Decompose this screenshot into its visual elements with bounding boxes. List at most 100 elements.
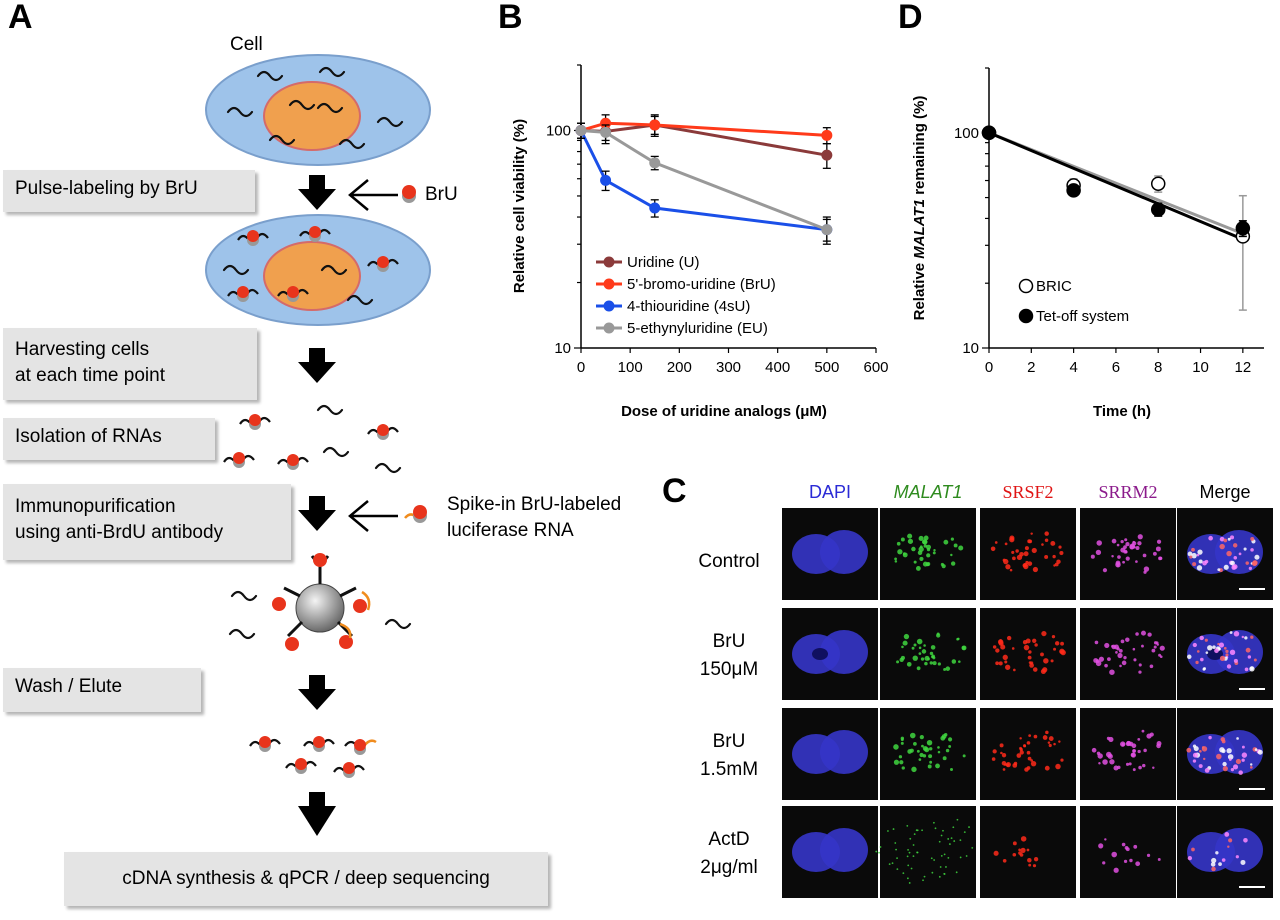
nucleus-shape bbox=[1215, 828, 1263, 872]
speckle bbox=[1131, 743, 1137, 749]
speckle bbox=[1225, 649, 1229, 654]
speckle bbox=[894, 560, 898, 563]
speckle bbox=[1250, 536, 1255, 541]
micrograph-tile bbox=[782, 806, 878, 898]
micrograph-tile bbox=[782, 708, 878, 800]
micrograph-tile bbox=[980, 806, 1076, 898]
speckle bbox=[1143, 570, 1147, 574]
speckle bbox=[1018, 851, 1022, 855]
series-line bbox=[580, 121, 827, 137]
x-axis-label: Time (h) bbox=[1093, 403, 1151, 420]
speckle bbox=[1230, 768, 1235, 772]
micrograph-tile bbox=[1177, 508, 1273, 600]
speckle bbox=[1123, 549, 1128, 554]
speckle bbox=[958, 545, 964, 551]
speckle bbox=[1233, 764, 1239, 770]
scale-bar bbox=[1239, 688, 1265, 690]
micrograph-tile bbox=[1177, 806, 1273, 898]
speckle bbox=[1243, 837, 1248, 843]
x-tick-label: 100 bbox=[618, 359, 643, 376]
speckle bbox=[991, 757, 996, 761]
speckle bbox=[1022, 563, 1027, 568]
speckle bbox=[1012, 852, 1017, 857]
speckle bbox=[1223, 564, 1229, 570]
data-point bbox=[649, 157, 661, 169]
speckle bbox=[1115, 651, 1118, 654]
speckle bbox=[907, 533, 913, 539]
y-tick-label: 10 bbox=[962, 340, 979, 357]
speckle bbox=[1050, 659, 1054, 663]
speckle bbox=[1117, 555, 1121, 559]
speckle bbox=[1024, 767, 1029, 772]
speckle bbox=[912, 844, 915, 846]
speckle bbox=[1249, 666, 1255, 672]
speckle bbox=[933, 549, 936, 552]
nucleus-shape bbox=[1215, 530, 1263, 574]
scale-bar bbox=[1239, 788, 1265, 790]
speckle bbox=[1019, 737, 1022, 740]
speckle bbox=[900, 537, 905, 542]
speckle bbox=[1000, 644, 1006, 650]
speckle bbox=[1041, 543, 1044, 546]
speckle bbox=[1245, 647, 1251, 653]
speckle bbox=[1059, 551, 1064, 556]
legend-marker bbox=[603, 322, 615, 334]
speckle bbox=[1027, 756, 1032, 761]
schematic-graphics bbox=[205, 54, 431, 836]
data-point bbox=[600, 126, 612, 138]
speckle bbox=[1026, 741, 1031, 745]
speckle bbox=[1214, 648, 1219, 654]
speckle bbox=[923, 875, 926, 878]
micrograph-tile bbox=[782, 608, 878, 700]
speckle bbox=[921, 649, 927, 654]
data-point bbox=[981, 125, 997, 141]
speckle bbox=[1146, 853, 1151, 857]
speckle bbox=[993, 850, 999, 856]
speckle bbox=[1191, 552, 1197, 559]
speckle bbox=[1123, 656, 1127, 660]
speckle bbox=[1253, 658, 1257, 662]
speckle bbox=[1042, 735, 1048, 740]
speckle bbox=[955, 871, 958, 874]
scale-bar bbox=[1239, 886, 1265, 888]
speckle bbox=[918, 646, 922, 650]
speckle bbox=[1138, 663, 1142, 667]
speckle bbox=[1133, 844, 1138, 849]
speckle bbox=[1219, 536, 1225, 542]
speckle bbox=[1009, 568, 1013, 572]
speckle bbox=[1141, 644, 1144, 648]
speckle bbox=[990, 546, 996, 552]
speckle bbox=[926, 547, 931, 552]
speckle bbox=[913, 560, 917, 564]
speckle bbox=[1016, 753, 1022, 758]
speckle bbox=[945, 666, 951, 671]
speckle bbox=[1032, 667, 1038, 672]
speckle bbox=[948, 843, 951, 845]
speckle bbox=[1244, 636, 1248, 640]
nucleus-shape bbox=[820, 630, 868, 674]
speckle bbox=[1096, 540, 1102, 546]
speckle bbox=[1032, 638, 1037, 643]
micrograph-tile bbox=[875, 806, 976, 898]
speckle bbox=[945, 866, 947, 868]
speckle bbox=[1002, 654, 1008, 661]
speckle bbox=[1104, 838, 1107, 841]
speckle bbox=[945, 748, 950, 753]
speckle bbox=[1001, 753, 1007, 758]
speckle bbox=[927, 657, 930, 661]
speckle bbox=[906, 877, 909, 880]
speckle bbox=[1119, 664, 1122, 668]
data-point bbox=[1150, 176, 1166, 191]
speckle bbox=[907, 538, 914, 544]
speckle bbox=[1121, 842, 1126, 847]
speckle bbox=[1152, 766, 1155, 769]
data-point bbox=[1150, 202, 1166, 217]
speckle bbox=[951, 659, 957, 664]
speckle bbox=[992, 645, 997, 649]
speckle bbox=[1249, 763, 1253, 766]
speckle bbox=[916, 666, 921, 671]
speckle bbox=[1212, 645, 1216, 649]
speckle bbox=[1113, 867, 1119, 873]
speckle bbox=[971, 846, 974, 849]
speckle bbox=[1111, 538, 1117, 544]
